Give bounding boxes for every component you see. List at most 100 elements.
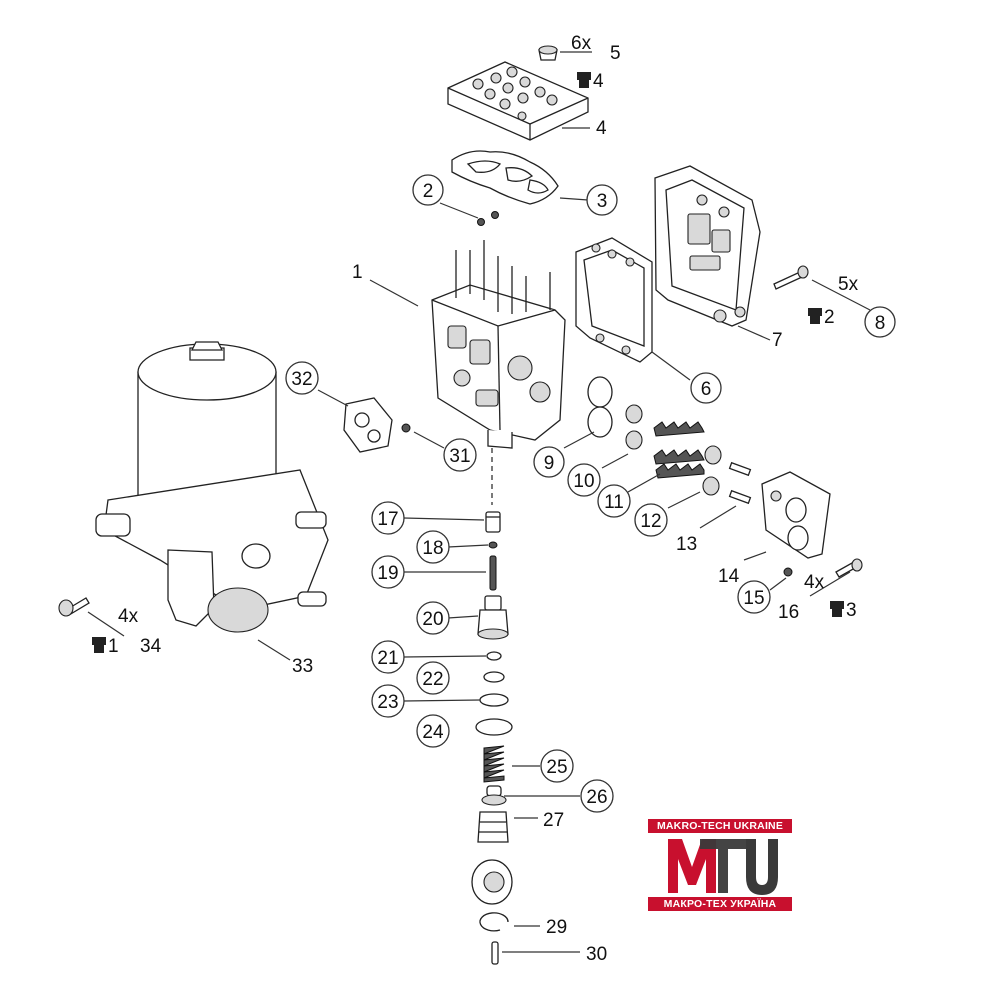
callout-5-label: 5 xyxy=(610,43,621,64)
callout-13-label: 13 xyxy=(676,534,697,555)
torque-wrench-icon xyxy=(830,601,844,617)
part-33-dryer-cartridge xyxy=(95,341,329,633)
callout-3-label: 3 xyxy=(597,191,608,212)
callout-2-label: 2 xyxy=(423,181,434,202)
quantity-34: 4x xyxy=(118,606,139,627)
part-15-nut xyxy=(783,567,793,577)
part-10-caps xyxy=(625,404,643,450)
part-8-screw xyxy=(773,265,809,290)
callout-33-label: 33 xyxy=(292,656,313,677)
part-12-caps xyxy=(702,445,722,496)
callout-14-label: 14 xyxy=(718,566,740,587)
callout-2: 2 xyxy=(412,174,444,206)
torque-ref-3: 3 xyxy=(830,600,857,621)
torque-ref-2-label: 2 xyxy=(824,307,835,328)
callout-20: 20 xyxy=(416,601,450,635)
callout-21-label: 21 xyxy=(377,648,398,669)
part-7-electronic-module xyxy=(654,165,761,327)
callout-12-label: 12 xyxy=(640,511,661,532)
part-19-rod xyxy=(489,555,497,591)
callout-19-label: 19 xyxy=(377,563,398,584)
torque-wrench-icon xyxy=(808,308,822,324)
callout-24: 24 xyxy=(416,714,450,748)
part-34-screw xyxy=(58,597,90,617)
callout-10: 10 xyxy=(567,463,601,497)
mtu-logo: MAKRO-TECH UKRAINE МАКРО-ТЕХ УКРАЇНА xyxy=(648,819,792,911)
callout-24-label: 24 xyxy=(422,722,444,743)
callout-11-label: 11 xyxy=(604,492,624,513)
callout-31: 31 xyxy=(443,438,477,472)
callout-32: 32 xyxy=(285,361,319,395)
callout-8-label: 8 xyxy=(875,313,886,334)
part-30-pin xyxy=(491,941,499,965)
callout-26-label: 26 xyxy=(586,787,607,808)
part-13-pins xyxy=(728,461,752,505)
part-22-oring xyxy=(483,671,505,683)
callout-16-label: 16 xyxy=(778,602,799,623)
torque-ref-2: 2 xyxy=(808,307,835,328)
callout-18: 18 xyxy=(416,530,450,564)
leader-lines xyxy=(87,51,871,953)
torque-wrench-icon xyxy=(577,72,591,88)
part-32-gasket xyxy=(343,397,393,453)
callout-34-label: 34 xyxy=(140,636,162,657)
callout-26: 26 xyxy=(580,779,614,813)
callout-21: 21 xyxy=(371,640,405,674)
logo-bottom-text: МАКРО-ТЕХ УКРАЇНА xyxy=(648,897,792,911)
callout-9-label: 9 xyxy=(544,453,555,474)
callout-20-label: 20 xyxy=(422,609,443,630)
torque-ref-4: 4 xyxy=(577,71,604,92)
part-16-screw xyxy=(835,558,863,578)
part-3-gasket xyxy=(451,150,559,205)
callout-32-label: 32 xyxy=(291,369,312,390)
part-20-valve-insert xyxy=(477,595,509,640)
part-31-plug xyxy=(401,423,411,433)
torque-ref-3-label: 3 xyxy=(846,600,857,621)
part-24-oring xyxy=(475,718,513,736)
part-9-discs xyxy=(587,376,613,438)
callout-15: 15 xyxy=(737,580,771,614)
callout-22-label: 22 xyxy=(422,669,443,690)
callout-22: 22 xyxy=(416,661,450,695)
part-28-cap xyxy=(471,859,513,905)
callout-6-label: 6 xyxy=(701,379,712,400)
quantity-8: 5x xyxy=(838,274,859,295)
part-21-oring xyxy=(486,651,502,661)
quantity-16: 4x xyxy=(804,572,825,593)
logo-mark xyxy=(668,839,778,895)
part-1-valve-body xyxy=(431,240,566,449)
part-29-circlip xyxy=(479,912,509,932)
part-4-cover xyxy=(447,61,589,141)
callout-1-label: 1 xyxy=(352,262,363,283)
part-6-gasket-plate xyxy=(575,237,653,363)
callout-27-label: 27 xyxy=(543,810,564,831)
callout-11: 11 xyxy=(597,484,631,518)
callout-29-label: 29 xyxy=(546,917,567,938)
callout-17: 17 xyxy=(371,501,405,535)
callout-10-label: 10 xyxy=(573,471,594,492)
callout-25: 25 xyxy=(540,749,574,783)
callout-4-label: 4 xyxy=(596,118,607,139)
callout-3: 3 xyxy=(586,184,618,216)
callout-8: 8 xyxy=(864,306,896,338)
logo-top-text: MAKRO-TECH UKRAINE xyxy=(648,819,792,833)
part-26-piston xyxy=(481,785,507,806)
callout-12: 12 xyxy=(634,503,668,537)
callout-25-label: 25 xyxy=(546,757,567,778)
torque-ref-4-label: 4 xyxy=(593,71,604,92)
callout-23-label: 23 xyxy=(377,692,398,713)
part-18-oring xyxy=(488,541,498,549)
callout-23: 23 xyxy=(371,684,405,718)
callout-31-label: 31 xyxy=(449,446,470,467)
callout-30-label: 30 xyxy=(586,944,607,965)
part-17-bushing xyxy=(485,511,501,533)
part-2-plugs xyxy=(477,211,499,226)
torque-ref-1-label: 1 xyxy=(108,636,119,657)
torque-ref-1: 1 xyxy=(92,636,119,657)
callout-17-label: 17 xyxy=(377,509,398,530)
part-11-springs xyxy=(653,421,705,479)
callout-15-label: 15 xyxy=(743,588,764,609)
part-25-spring xyxy=(483,745,505,783)
